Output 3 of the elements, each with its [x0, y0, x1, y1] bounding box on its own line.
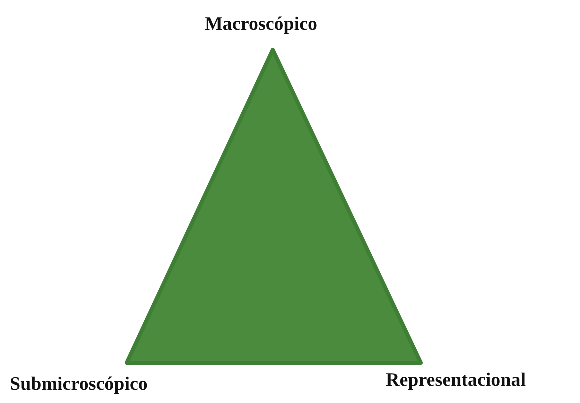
vertex-label: Macroscópico [205, 14, 318, 36]
vertex-label: Representacional [386, 370, 526, 392]
vertex-label: Submicroscópico [10, 374, 148, 396]
